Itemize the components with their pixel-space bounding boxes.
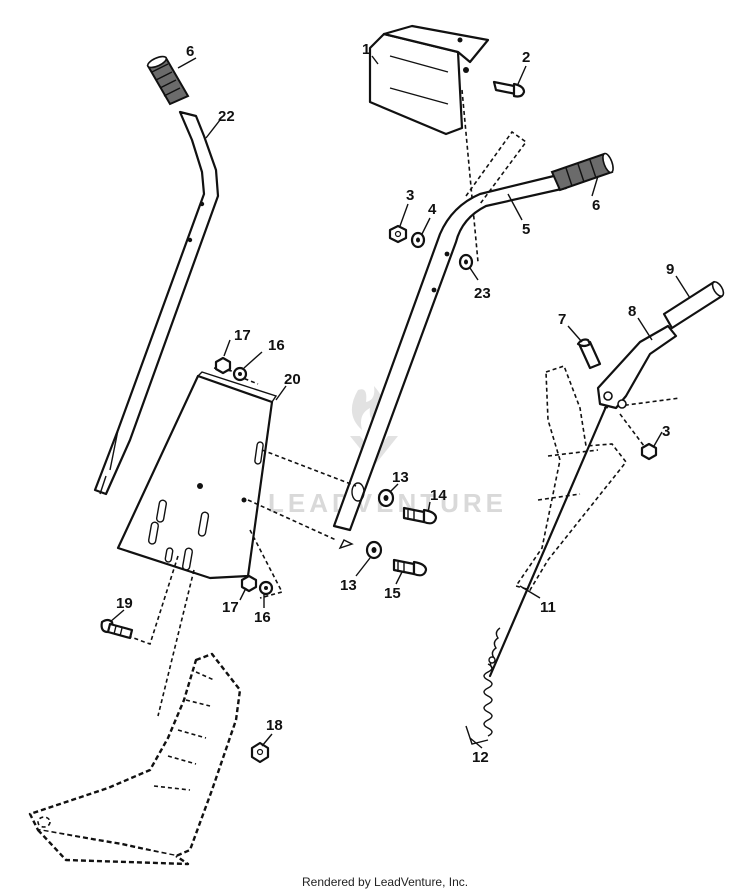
- part-22-left-handle: [93, 110, 220, 496]
- part-3-nut-lever: [619, 413, 658, 461]
- callout-3-lever: 3: [662, 423, 670, 440]
- callout-11: 11: [540, 599, 556, 616]
- part-7-bolt: [576, 338, 602, 370]
- callout-15: 15: [384, 585, 401, 602]
- callout-2: 2: [522, 49, 530, 66]
- callout-9: 9: [666, 261, 674, 278]
- part-17-nut-upper: [214, 356, 232, 375]
- callout-20: 20: [284, 371, 301, 388]
- leader-lines: [109, 55, 691, 749]
- callout-17-lower: 17: [222, 599, 239, 616]
- callout-5: 5: [522, 221, 530, 238]
- callout-labels: 1 2 3 4 5 6 6 22 23 7 8 9 3 17 16 20 13 …: [116, 41, 674, 766]
- part-15-bolt: [392, 558, 428, 577]
- callout-4: 4: [428, 201, 437, 218]
- part-17-nut-lower: [240, 574, 258, 593]
- part-9-lever-grip: [662, 280, 725, 330]
- callout-13-lower: 13: [340, 577, 357, 594]
- part-5-right-handle: [332, 130, 568, 550]
- part-12-spring: [465, 656, 496, 745]
- part-23-washer: [458, 253, 474, 271]
- part-3-nut-upper: [388, 224, 408, 244]
- callout-6-left: 6: [186, 43, 194, 60]
- callout-1: 1: [362, 41, 370, 58]
- callout-14: 14: [430, 487, 447, 504]
- callout-7: 7: [558, 311, 566, 328]
- callout-23: 23: [474, 285, 491, 302]
- part-6-left-grip: [146, 55, 190, 106]
- callout-6-right: 6: [592, 197, 600, 214]
- callout-19: 19: [116, 595, 133, 612]
- footer-credit: Rendered by LeadVenture, Inc.: [302, 875, 468, 889]
- part-2-bolt: [492, 80, 526, 98]
- part-14-bolt: [402, 506, 438, 525]
- callout-12: 12: [472, 749, 489, 766]
- part-4-washer: [410, 231, 426, 249]
- part-18-nut: [250, 741, 270, 764]
- part-16-washer-upper: [232, 366, 248, 382]
- tine-shield-dashed: [28, 652, 242, 866]
- callout-17-upper: 17: [234, 327, 251, 344]
- callout-22: 22: [218, 108, 235, 125]
- callout-3-upper: 3: [406, 187, 414, 204]
- callout-8: 8: [628, 303, 636, 320]
- callout-16-lower: 16: [254, 609, 271, 626]
- callout-18: 18: [266, 717, 283, 734]
- part-13-washer-lower: [365, 540, 383, 560]
- callout-16-upper: 16: [268, 337, 285, 354]
- part-13-washer-upper: [377, 488, 395, 508]
- part-1-bracket: [368, 24, 490, 263]
- part-20-shield: [116, 367, 357, 717]
- callout-13-upper: 13: [392, 469, 409, 486]
- part-6-right-grip: [550, 152, 614, 192]
- part-16-washer-lower: [258, 580, 274, 596]
- part-11-rod: [488, 364, 681, 678]
- part-19-bolt: [100, 618, 134, 640]
- part-8-lever: [596, 324, 678, 410]
